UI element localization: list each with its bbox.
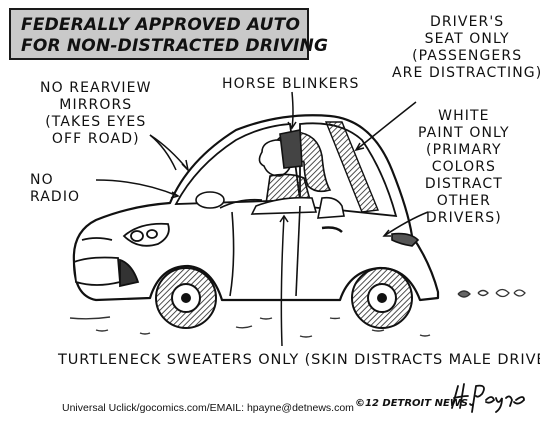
driver [195, 129, 345, 219]
dust-puffs [457, 288, 526, 298]
label-drivers-seat: DRIVER'S SEAT ONLY (PASSENGERS ARE DISTR… [392, 14, 540, 81]
label-no-radio: NO RADIO [30, 172, 81, 205]
front-wheel [155, 267, 217, 329]
label-horse-blinkers: HORSE BLINKERS [222, 76, 360, 92]
hatched-pillar [324, 121, 379, 213]
front-bumper [73, 237, 140, 288]
artist-signature [448, 378, 534, 418]
title-box: FEDERALLY APPROVED AUTO FOR NON-DISTRACT… [9, 8, 328, 60]
rear-wheel [351, 267, 413, 329]
headlight [122, 222, 170, 247]
rear-light [391, 232, 420, 247]
title-line-2: FOR NON-DISTRACTED DRIVING [21, 36, 329, 56]
annotation-arrows [95, 91, 429, 347]
label-no-rearview-mirrors: NO REARVIEW MIRRORS (TAKES EYES OFF ROAD… [40, 80, 152, 147]
road-scribbles [69, 316, 431, 338]
label-turtleneck-sweaters: TURTLENECK SWEATERS ONLY (SKIN DISTRACTS… [58, 352, 540, 368]
copyright-mark: ©12 DETROIT NEWS [355, 398, 469, 409]
title-line-1: FEDERALLY APPROVED AUTO [21, 15, 301, 35]
credit-line: Universal Uclick/gocomics.com/EMAIL: hpa… [62, 402, 354, 414]
label-white-paint: WHITE PAINT ONLY (PRIMARY COLORS DISTRAC… [418, 108, 510, 226]
door-details [229, 205, 343, 297]
